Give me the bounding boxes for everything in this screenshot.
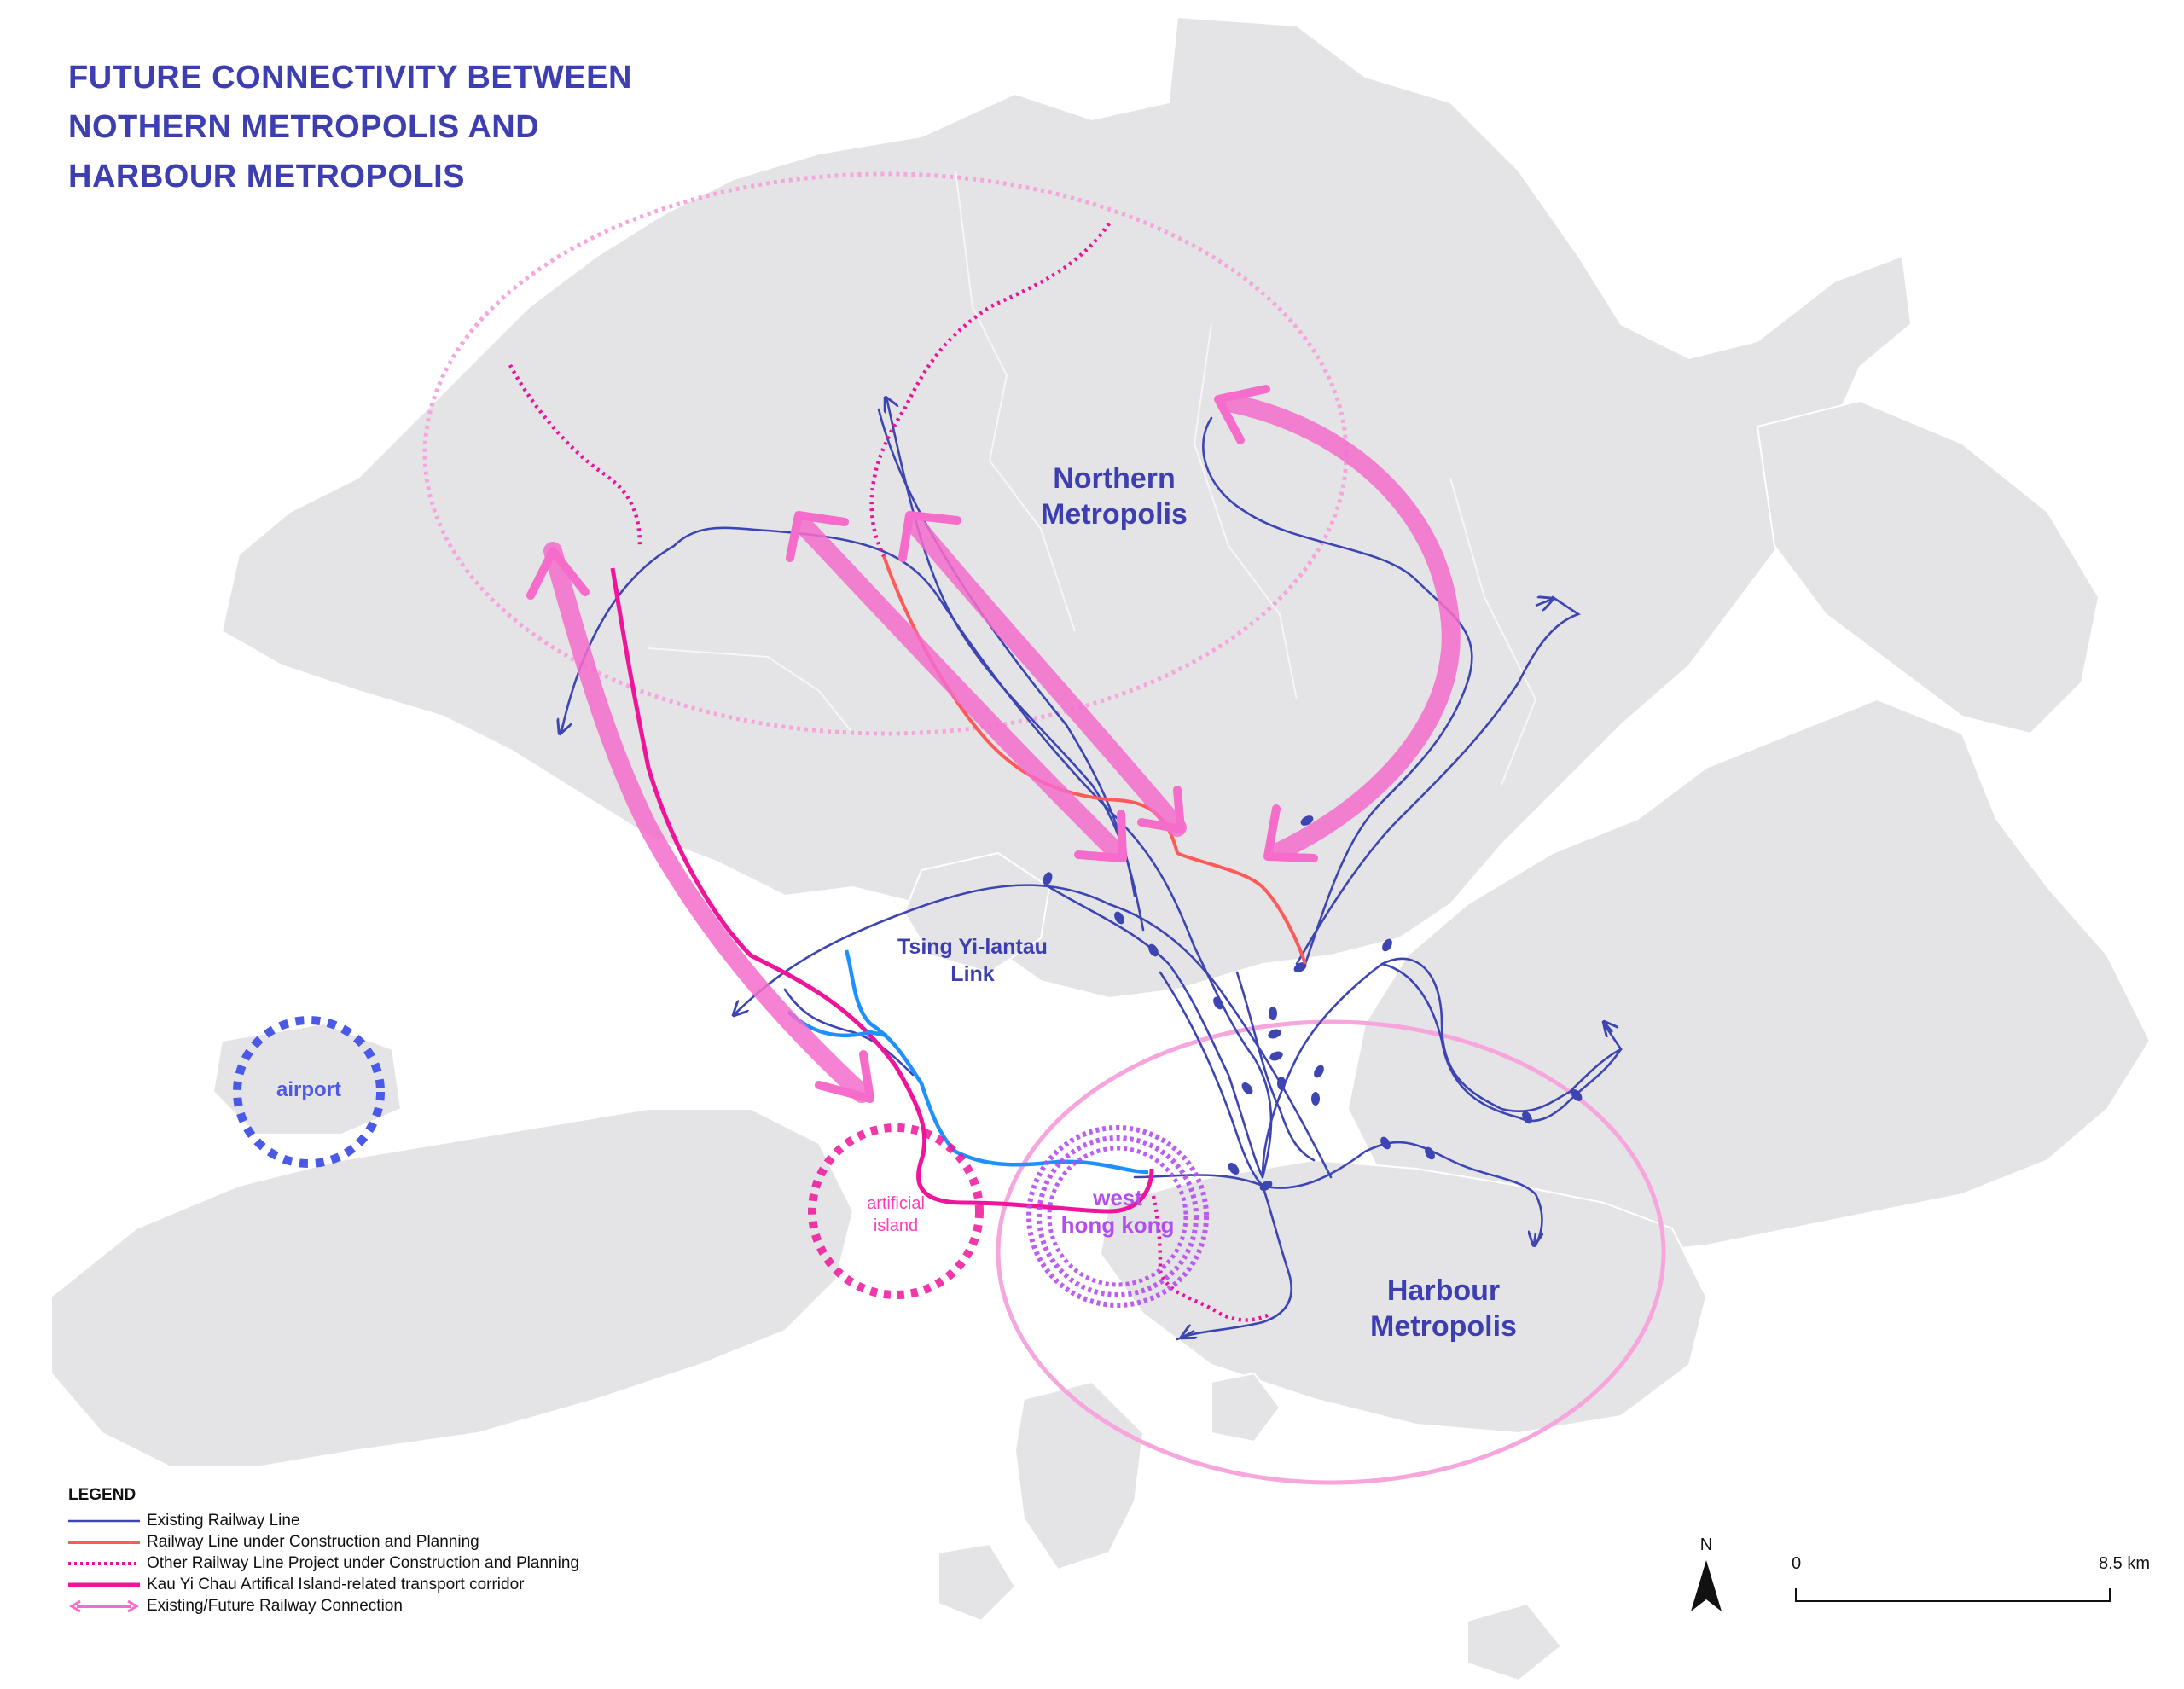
rail-arrow-west — [560, 725, 563, 734]
label-tsing-yi-lantau-link: Tsing Yi-lantau Link — [879, 933, 1066, 988]
label-line: Northern — [1053, 462, 1176, 495]
scale-bar-line — [1795, 1588, 2111, 1602]
land-islet-2 — [938, 1542, 1017, 1622]
label-line: Link — [950, 962, 995, 986]
title-line: NOTHERN METROPOLIS AND — [68, 109, 540, 145]
stations — [1043, 815, 1583, 1191]
connection-mid-left-head-n — [786, 511, 849, 562]
label-west-hong-kong: west hong kong — [1032, 1184, 1203, 1239]
rail-tung-chung-branch — [783, 988, 915, 1077]
land-islet-3 — [1467, 1602, 1563, 1682]
legend-item-other-rail: Other Railway Line Project under Constru… — [68, 1553, 579, 1574]
west-hong-kong-rings — [1026, 1125, 1209, 1308]
land-islet-1 — [1211, 1372, 1281, 1443]
north-arrow: N — [1689, 1535, 1723, 1620]
legend-swatch — [68, 1599, 140, 1612]
rail-mid — [1159, 971, 1264, 1187]
legend-item-connection: Existing/Future Railway Connection — [68, 1595, 579, 1616]
legend-title: LEGEND — [68, 1486, 136, 1504]
kau-yi-chau-corridor — [610, 567, 1154, 1214]
legend-item-corridor: Kau Yi Chau Artifical Island-related tra… — [68, 1574, 579, 1595]
legend-swatch — [68, 1515, 140, 1527]
label-harbour-metropolis: Harbour Metropolis — [1350, 1273, 1537, 1344]
rail-ma-on-shan — [1202, 416, 1473, 966]
connection-mid-left — [793, 514, 1127, 862]
rail-south-island — [1176, 1184, 1292, 1341]
legend-swatch — [68, 1579, 140, 1591]
connection-west — [543, 542, 871, 1103]
label-line: Harbour — [1386, 1274, 1501, 1307]
label-line: artificial — [867, 1194, 925, 1213]
legend-swatch — [68, 1558, 140, 1570]
rail-arrow-south — [1182, 1331, 1194, 1338]
rail-arrow-tko — [1604, 1022, 1612, 1032]
rail-tuen-ma — [1193, 945, 1273, 1179]
connection-east-head-n — [1214, 385, 1270, 444]
legend-label: Other Railway Line Project under Constru… — [147, 1553, 579, 1572]
scale-bar: 0 8.5 km — [1792, 1554, 2150, 1614]
title-line: HARBOUR METROPOLIS — [68, 159, 465, 194]
rail-tseung-kwan-o — [1380, 962, 1623, 1123]
connection-west-head-n — [526, 547, 590, 600]
rail-kwun-tong — [1261, 957, 1623, 1179]
connection-mid-left-head-s — [1074, 810, 1127, 862]
label-line: Metropolis — [1041, 498, 1188, 531]
label-artificial-island: artificial island — [845, 1193, 947, 1237]
legend-item-existing-rail: Existing Railway Line — [68, 1510, 579, 1531]
land-lantau — [50, 1108, 855, 1468]
legend-item-rail-planning: Railway Line under Construction and Plan… — [68, 1531, 579, 1553]
artificial-island-ring — [808, 1123, 984, 1299]
legend-swatch — [68, 1536, 140, 1548]
district-boundaries — [648, 170, 1537, 786]
rail-other-projects — [508, 222, 1273, 1322]
airport-ring — [233, 1016, 385, 1168]
legend-label: Railway Line under Construction and Plan… — [147, 1532, 479, 1551]
legend-label: Existing Railway Line — [147, 1511, 300, 1529]
rail-arrow-north — [886, 398, 887, 401]
land-east-islands — [1756, 399, 2100, 735]
legend: LEGEND Existing Railway Line Railway Lin… — [68, 1486, 579, 1616]
rail-arrow-island — [1534, 1233, 1536, 1245]
rail-arrow-tung-chung — [734, 1007, 742, 1015]
scale-start: 0 — [1792, 1554, 1802, 1573]
label-line: Tsing Yi-lantau — [897, 935, 1048, 959]
label-northern-metropolis: Northern Metropolis — [1029, 461, 1199, 532]
connection-west-head-s — [815, 1050, 874, 1103]
rail-kwun-tong-inner — [1235, 971, 1316, 1162]
land-airport-island — [212, 1022, 403, 1135]
rail-tung-chung — [732, 884, 1333, 1179]
rail-arrow-east — [1535, 599, 1553, 606]
map-title: FUTURE CONNECTIVITY BETWEEN NOTHERN METR… — [68, 53, 632, 201]
connection-mid-right — [905, 514, 1187, 837]
label-line: hong kong — [1060, 1212, 1175, 1238]
scale-end: 8.5 km — [2098, 1554, 2150, 1573]
legend-label: Existing/Future Railway Connection — [147, 1596, 403, 1615]
legend-label: Kau Yi Chau Artifical Island-related tra… — [147, 1575, 525, 1593]
connection-east-head-s — [1263, 804, 1318, 862]
rail-tsuen-wan — [1048, 885, 1264, 1179]
land-hk-island — [1099, 1158, 1708, 1435]
north-arrow-icon — [1691, 1560, 1722, 1611]
connection-mid-right-head-n — [898, 511, 961, 562]
connection-east — [1219, 393, 1461, 861]
label-line: west — [1093, 1185, 1142, 1210]
harbour-metropolis-zone — [996, 1019, 1666, 1485]
label-line: Metropolis — [1370, 1310, 1517, 1343]
land-lamma — [1014, 1380, 1145, 1571]
connection-mid-right-head-s — [1137, 786, 1185, 833]
north-label: N — [1699, 1535, 1713, 1554]
title-line: FUTURE CONNECTIVITY BETWEEN — [68, 60, 632, 96]
railway-connections — [526, 385, 1461, 1103]
label-airport: airport — [276, 1078, 341, 1101]
rail-east-ext — [1295, 595, 1581, 966]
label-line: island — [873, 1216, 919, 1235]
land-tsing-yi — [903, 851, 1051, 974]
